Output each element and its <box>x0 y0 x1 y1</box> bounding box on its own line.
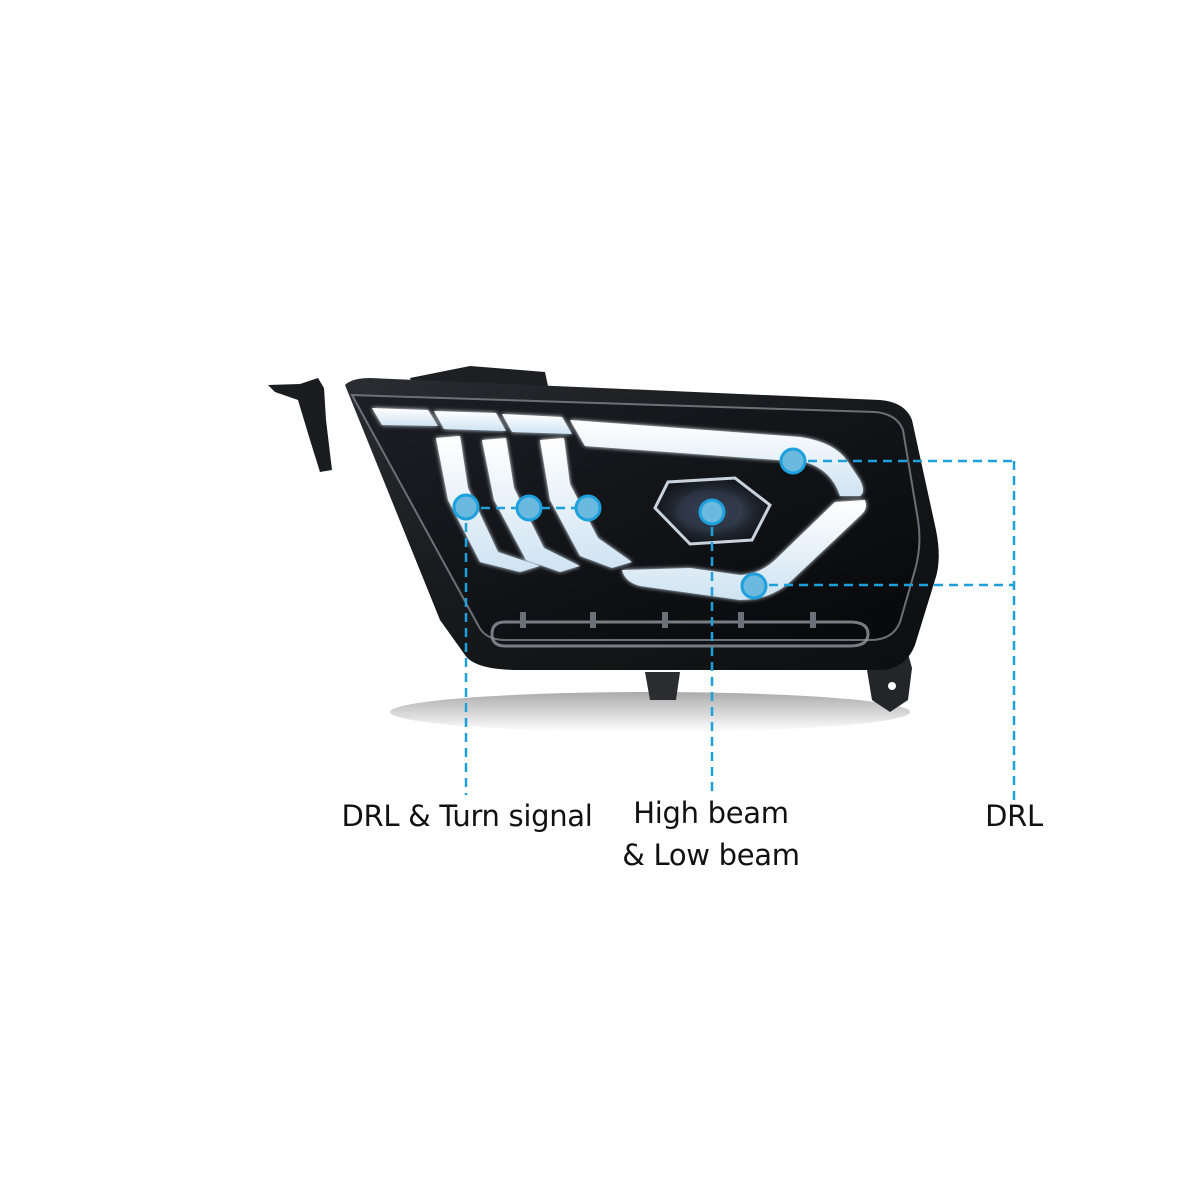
label-drl-turn-signal-text: DRL & Turn signal <box>341 799 593 833</box>
marker-drl-bottom <box>740 572 768 600</box>
top-led-segments <box>372 408 572 434</box>
marker-turn-signal-2 <box>515 494 543 522</box>
marker-turn-signal-1 <box>452 493 480 521</box>
marker-turn-signal-3 <box>574 494 602 522</box>
mounting-clip <box>645 672 680 700</box>
label-high-beam-text: High beam <box>633 796 789 830</box>
marker-drl-top <box>779 447 807 475</box>
callout-leader-lines <box>464 459 1016 800</box>
turn-signal-bars <box>436 436 632 572</box>
mounting-hole <box>888 682 896 690</box>
label-drl-text: DRL <box>985 799 1043 833</box>
drl-bar <box>570 420 866 600</box>
label-drl: DRL <box>985 795 1043 837</box>
marker-beam <box>698 498 726 526</box>
callout-markers <box>452 447 807 600</box>
label-low-beam-text: & Low beam <box>622 838 800 872</box>
mounting-bracket-left <box>268 378 332 472</box>
label-high-low-beam: High beam & Low beam <box>622 792 800 876</box>
label-drl-turn-signal: DRL & Turn signal <box>341 795 592 837</box>
lower-light-guide <box>490 620 870 648</box>
floor-shadow <box>390 692 910 732</box>
lower-guide-ribs <box>520 612 816 628</box>
